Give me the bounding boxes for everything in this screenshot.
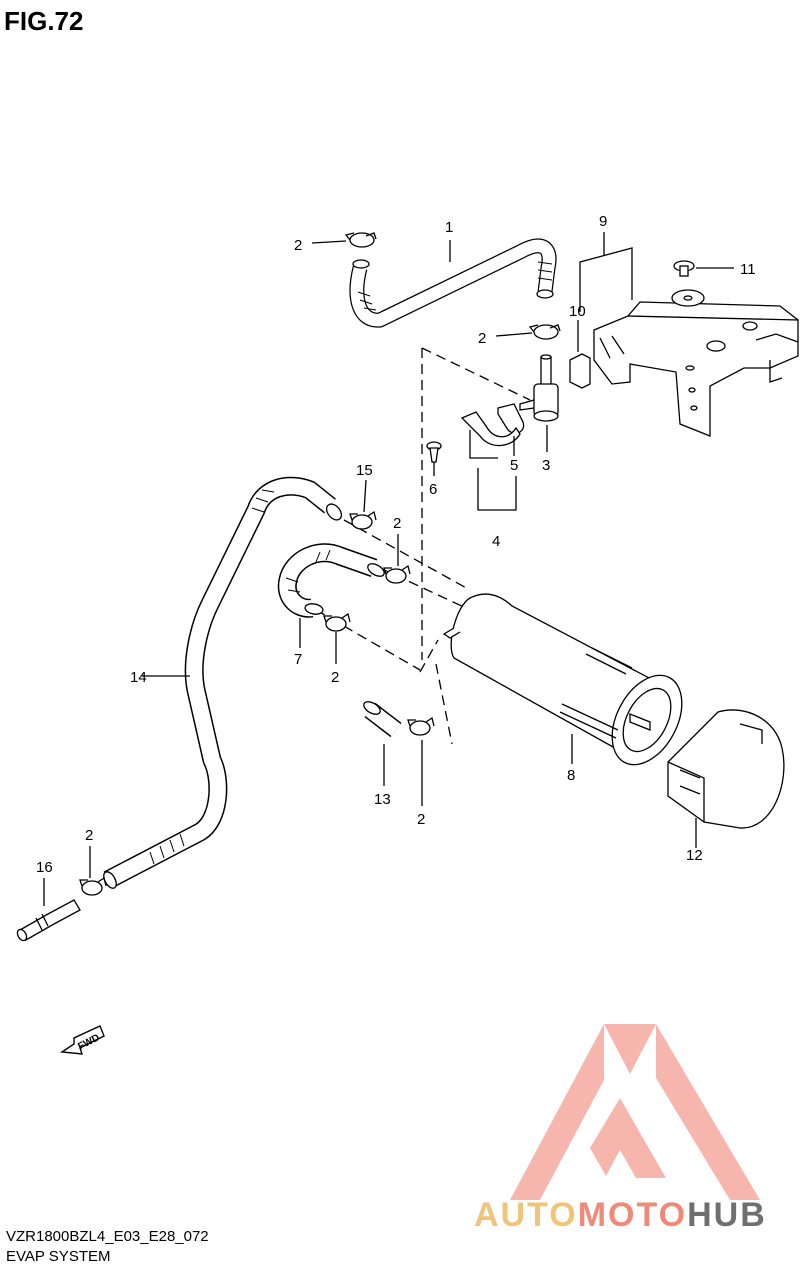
callout-11: 11 (740, 261, 756, 278)
valve-3 (519, 354, 559, 422)
hose-7 (277, 543, 385, 618)
leader-2-valve (495, 332, 533, 337)
callout-2-left: 2 (85, 827, 93, 844)
callout-2-top: 2 (294, 237, 302, 254)
fwd-arrow-icon: FWD (59, 1025, 105, 1055)
callout-5: 5 (510, 457, 518, 474)
callout-7: 7 (294, 651, 302, 668)
bracket-9 (593, 289, 799, 437)
brand-logo-icon (510, 1024, 760, 1200)
hose-1 (349, 238, 557, 328)
brand-auto: AUTO (474, 1196, 578, 1234)
bracket-5 (460, 403, 525, 459)
leader-2-top (311, 240, 347, 244)
callout-9: 9 (599, 213, 607, 230)
hose-14 (103, 476, 343, 889)
clip-10 (569, 353, 591, 389)
callout-2-valve: 2 (478, 330, 486, 347)
callout-14: 14 (130, 669, 147, 686)
callout-15: 15 (356, 462, 373, 479)
clamp-2-lower (323, 612, 351, 632)
callout-2-mid: 2 (393, 515, 401, 532)
callout-2-bottom: 2 (417, 811, 425, 828)
brand-wordmark: AUTOMOTOHUB (474, 1196, 767, 1235)
clamp-2-valve (528, 324, 561, 340)
figure-code: VZR1800BZL4_E03_E28_072 (6, 1228, 209, 1245)
callout-12: 12 (686, 847, 703, 864)
leader-15 (363, 479, 367, 513)
callout-6: 6 (429, 481, 437, 498)
canister-8 (442, 593, 683, 766)
clamp-15 (349, 510, 377, 530)
callout-1: 1 (445, 219, 453, 236)
clamp-2-mid (383, 564, 411, 584)
callout-13: 13 (374, 791, 391, 808)
callout-4: 4 (492, 533, 500, 550)
brand-hub: HUB (687, 1196, 767, 1234)
leader-4 (477, 468, 517, 511)
hose-13 (363, 701, 402, 738)
callout-3: 3 (542, 457, 550, 474)
clamp-2-bottom (407, 716, 435, 736)
figure-title: FIG.72 (4, 6, 84, 36)
clamp-2-left (79, 876, 107, 896)
callout-2-lower: 2 (331, 669, 339, 686)
callout-10: 10 (569, 303, 586, 320)
brand-moto: MOTO (577, 1196, 688, 1234)
callout-8: 8 (567, 767, 575, 784)
leader-9 (579, 247, 633, 312)
bolt-11 (673, 260, 695, 277)
clamp-2-top (344, 232, 377, 248)
fitting-16 (16, 899, 81, 942)
figure-name: EVAP SYSTEM (6, 1248, 111, 1265)
screw-6 (426, 441, 442, 463)
cover-12 (667, 709, 785, 829)
callout-16: 16 (36, 859, 53, 876)
